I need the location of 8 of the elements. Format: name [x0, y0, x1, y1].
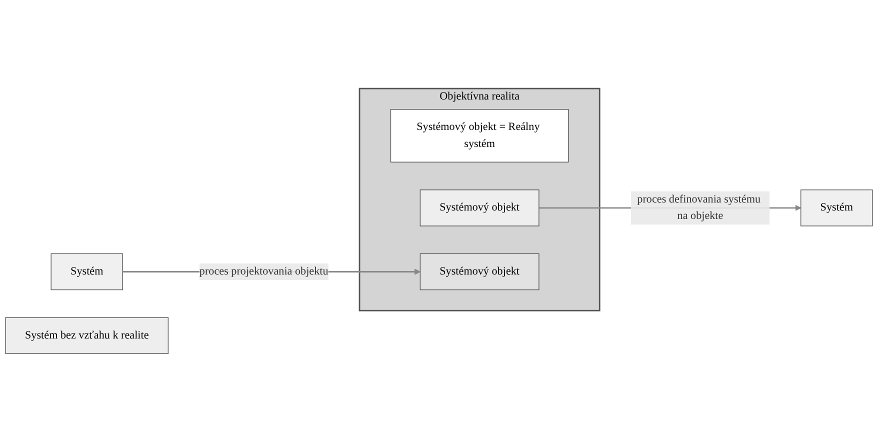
- node-box: Systém bez vzťahu k realite: [5, 318, 169, 354]
- node-box: Systém: [50, 254, 123, 291]
- edge-label: proces projektovania objektu: [199, 266, 328, 278]
- node-box: Systémový objekt: [420, 254, 540, 291]
- edge-label: proces definovania systému na objekte: [637, 194, 761, 222]
- node-box: Systémový objekt: [420, 190, 540, 227]
- node-box: Systémový objekt = Reálny systém: [390, 109, 569, 163]
- node-box: Systém: [800, 190, 873, 227]
